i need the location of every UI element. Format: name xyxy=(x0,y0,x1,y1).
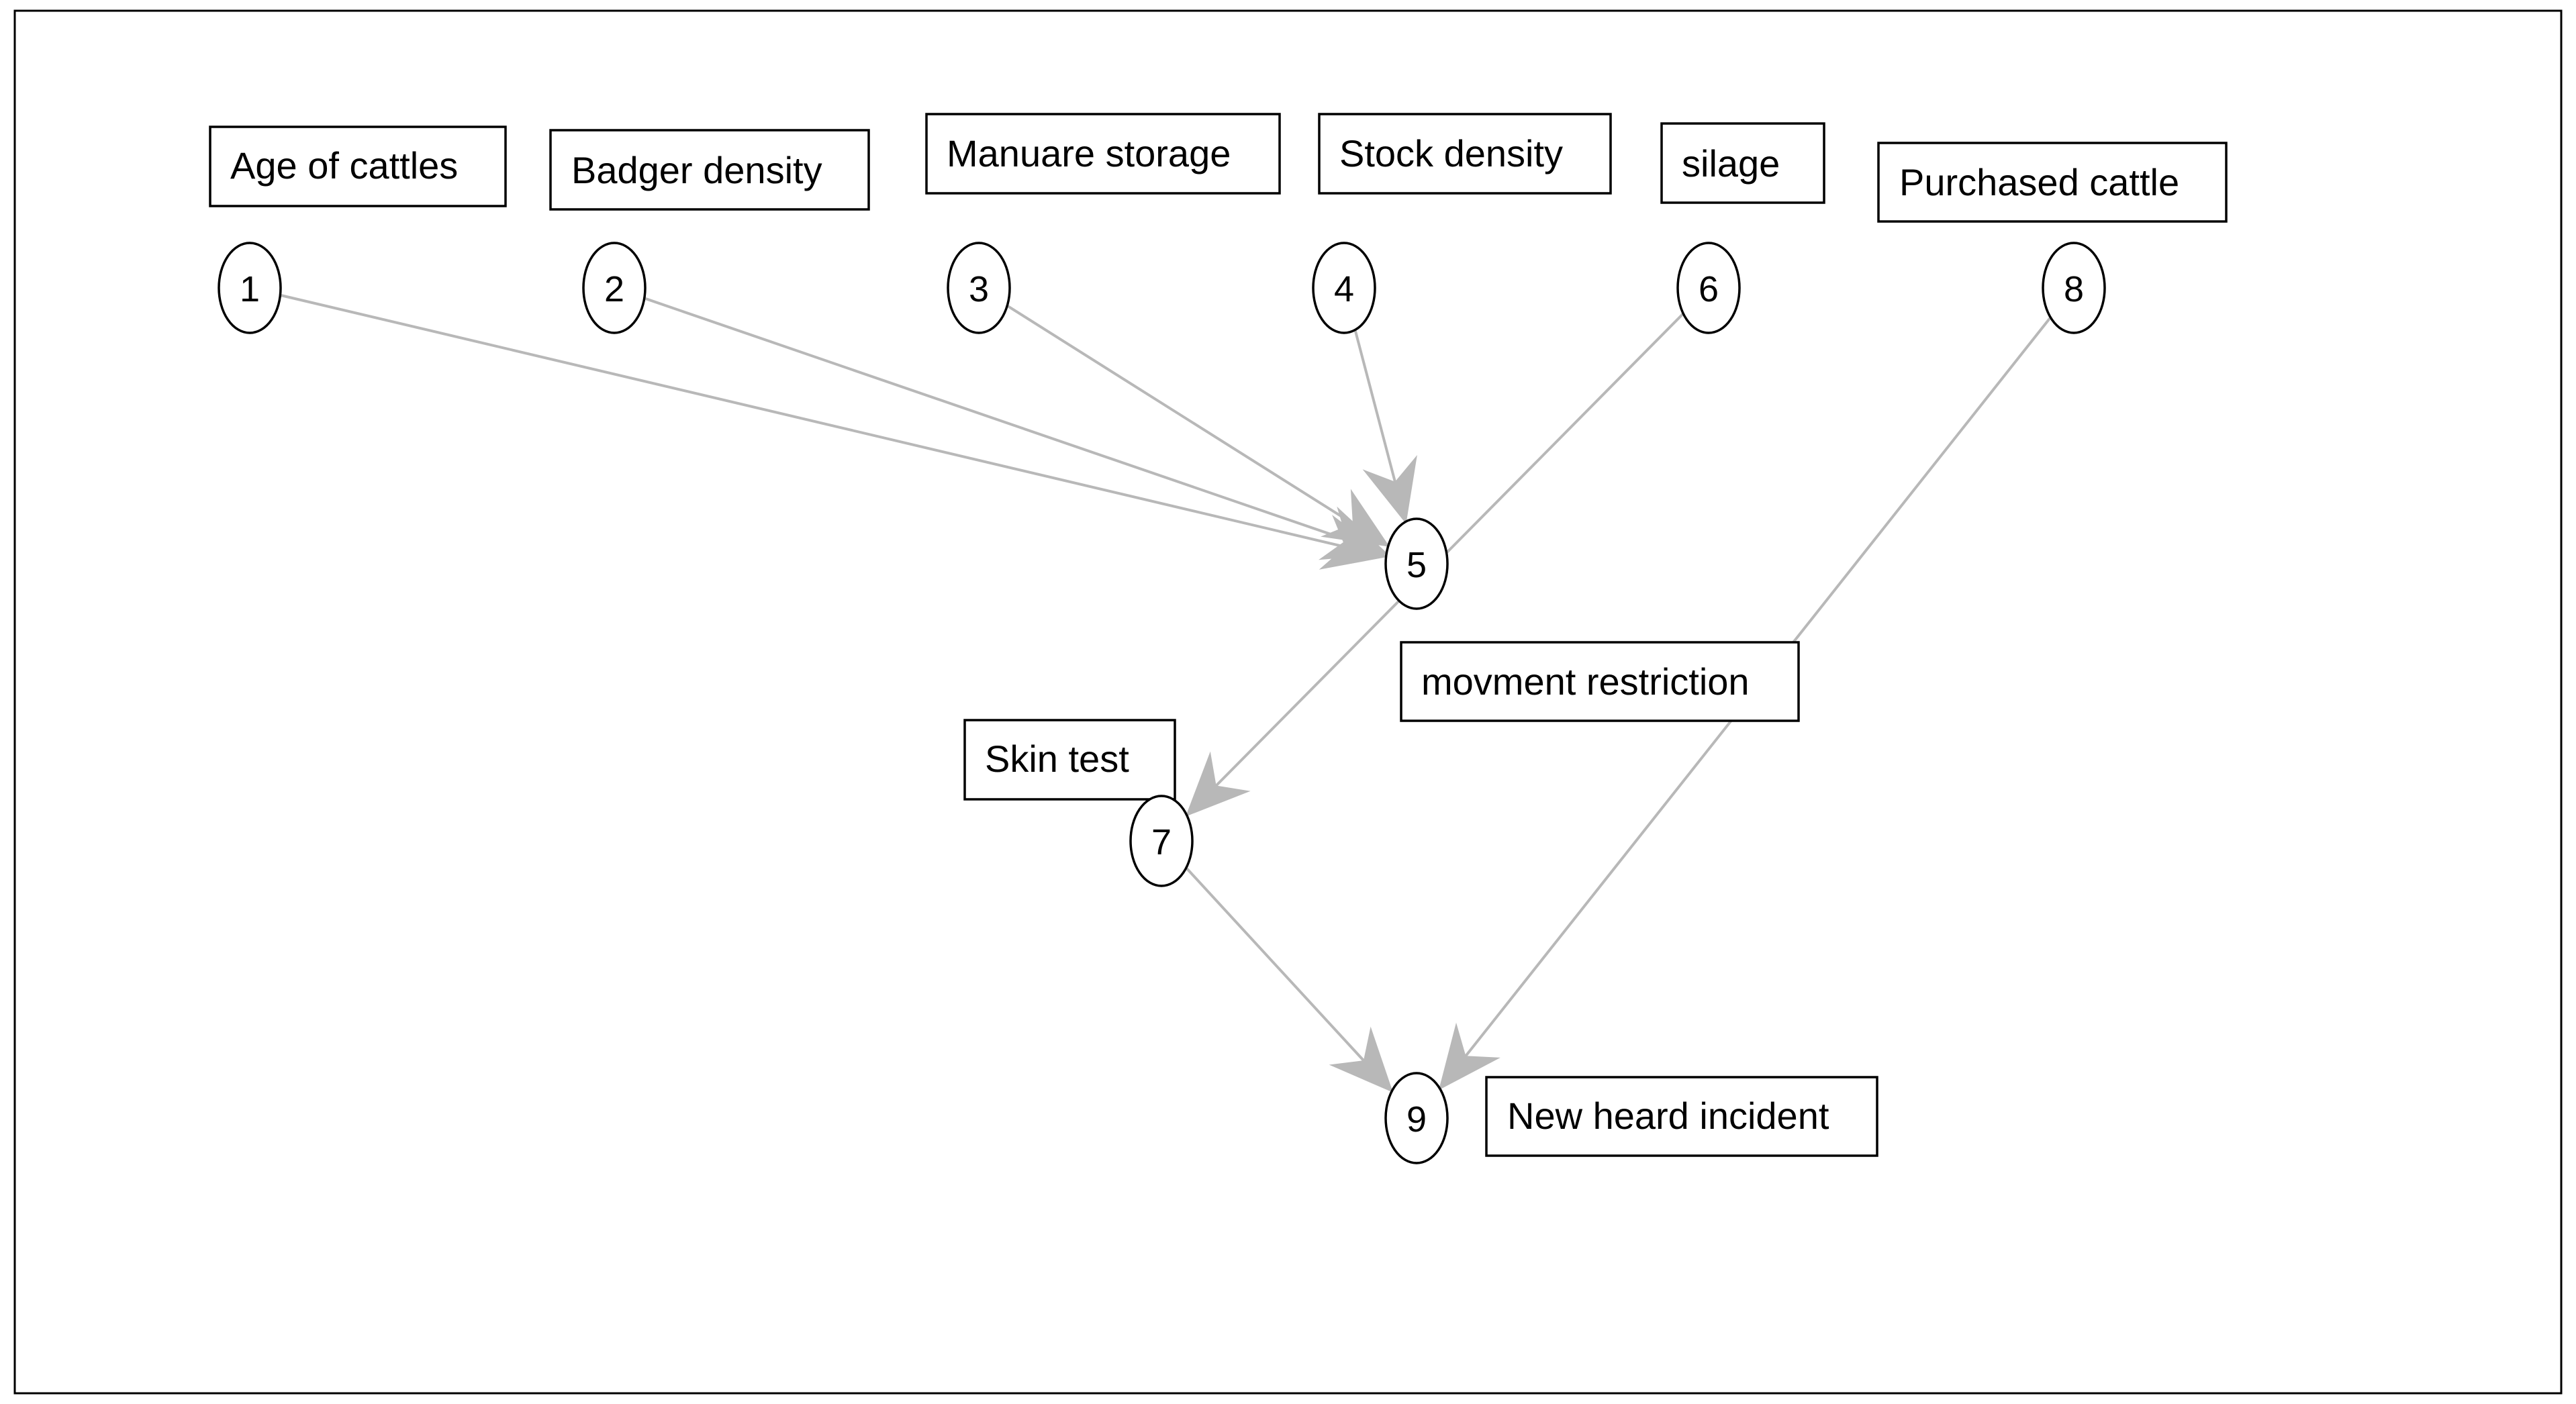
label-box-node-4: Stock density xyxy=(1318,113,1612,195)
node-2: 2 xyxy=(582,242,647,334)
labels-layer: Age of cattles Badger density Manuare st… xyxy=(209,113,2228,1157)
edge-1-to-5 xyxy=(280,294,1388,570)
arrowhead xyxy=(1329,1026,1393,1093)
node-label-8: Purchased cattle xyxy=(1899,161,2179,203)
node-7: 7 xyxy=(1129,795,1194,887)
plot-frame xyxy=(13,9,2563,1395)
label-box-node-2: Badger density xyxy=(549,129,870,211)
edge-3-to-5 xyxy=(1007,305,1390,548)
node-number-7: 7 xyxy=(1151,822,1172,862)
node-label-7: Skin test xyxy=(985,738,1129,780)
arrowhead xyxy=(1185,751,1251,817)
node-number-1: 1 xyxy=(240,269,260,309)
label-box-node-6: silage xyxy=(1660,122,1825,204)
edge-7-to-9 xyxy=(1186,867,1394,1094)
edge-4-to-5 xyxy=(1353,330,1417,525)
node-label-3: Manuare storage xyxy=(947,132,1231,174)
label-box-node-9: New heard incident xyxy=(1485,1076,1878,1157)
node-number-5: 5 xyxy=(1406,545,1427,585)
node-number-6: 6 xyxy=(1699,269,1719,309)
nodes-layer: 1 2 3 4 6 8 5 7 xyxy=(218,242,2106,1164)
node-4: 4 xyxy=(1312,242,1376,334)
node-label-1: Age of cattles xyxy=(230,144,458,187)
label-box-node-8: Purchased cattle xyxy=(1877,142,2228,223)
edge-2-to-5 xyxy=(645,297,1389,560)
node-label-6: silage xyxy=(1682,142,1780,185)
node-9: 9 xyxy=(1384,1072,1449,1164)
node-number-3: 3 xyxy=(969,269,989,309)
node-1: 1 xyxy=(218,242,282,334)
node-number-8: 8 xyxy=(2064,269,2084,309)
node-label-9: New heard incident xyxy=(1507,1095,1829,1137)
label-box-node-5: movment restriction xyxy=(1400,641,1800,722)
label-box-node-7: Skin test xyxy=(963,719,1176,801)
node-number-2: 2 xyxy=(604,269,624,309)
node-5: 5 xyxy=(1384,517,1449,610)
arrowhead xyxy=(1321,489,1390,547)
label-box-node-1: Age of cattles xyxy=(209,126,507,207)
node-label-2: Badger density xyxy=(571,149,822,191)
node-3: 3 xyxy=(947,242,1011,334)
node-number-4: 4 xyxy=(1334,269,1354,309)
node-8: 8 xyxy=(2042,242,2106,334)
node-6: 6 xyxy=(1676,242,1741,334)
label-box-node-3: Manuare storage xyxy=(925,113,1281,195)
arrowhead xyxy=(1362,455,1417,524)
node-label-4: Stock density xyxy=(1339,132,1563,174)
edges-layer xyxy=(280,294,2052,1094)
node-number-9: 9 xyxy=(1406,1099,1427,1140)
arrowhead xyxy=(1439,1022,1500,1091)
node-label-5: movment restriction xyxy=(1421,660,1750,703)
